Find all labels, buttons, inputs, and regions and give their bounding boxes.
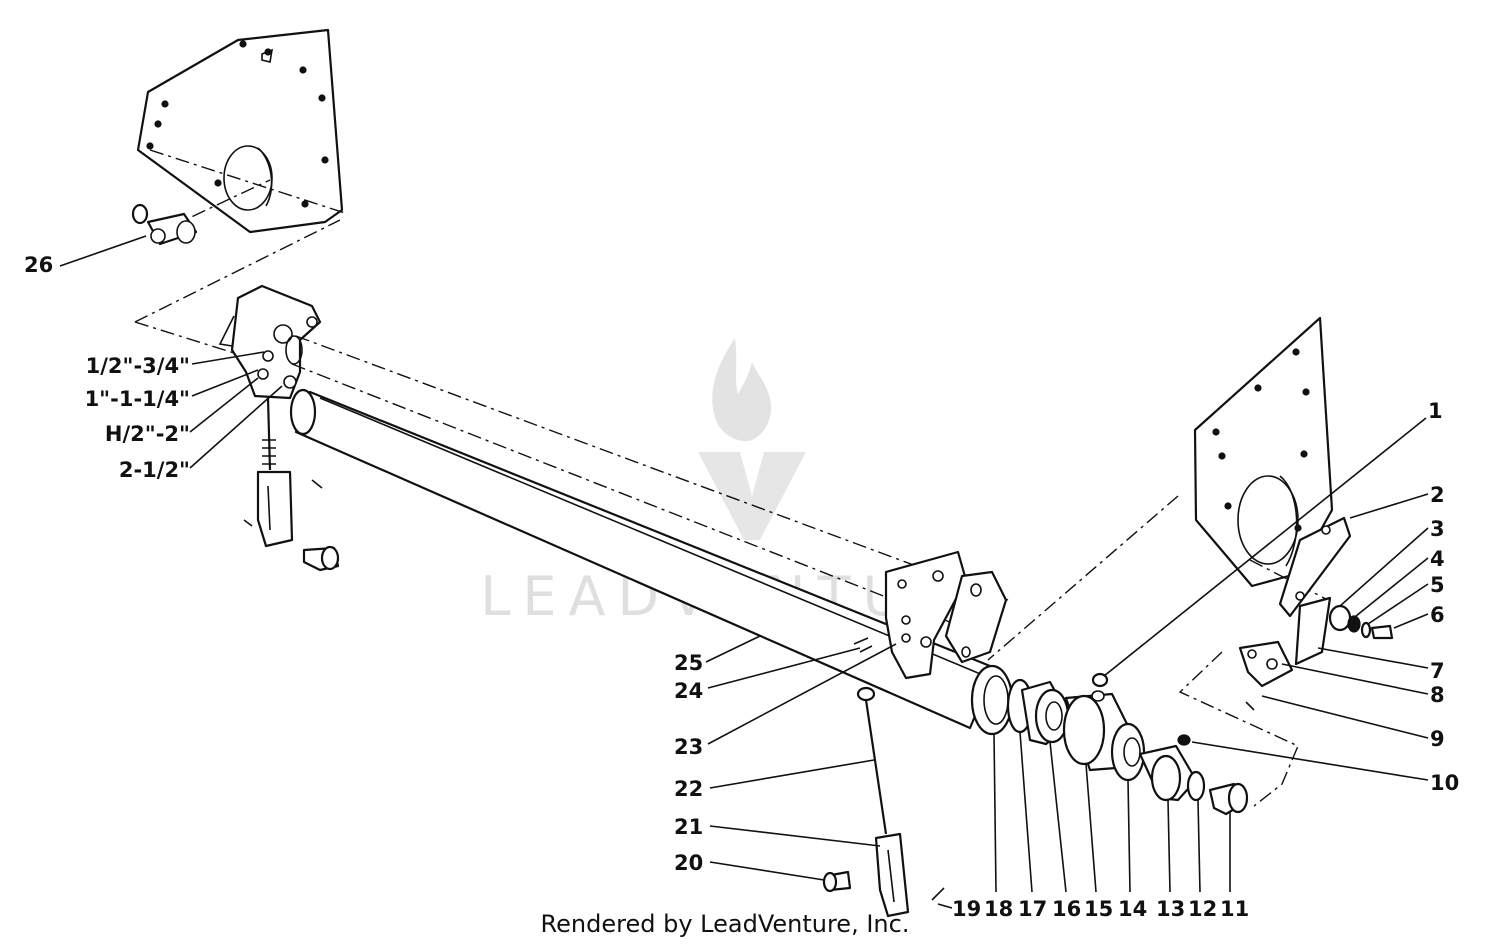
callout-22: 22 [674, 777, 703, 801]
callout-26: 26 [24, 253, 53, 277]
callout-5: 5 [1430, 573, 1445, 597]
callout-19: 19 [952, 897, 981, 921]
footer-credit: Rendered by LeadVenture, Inc. [540, 910, 910, 938]
callout-25: 25 [674, 651, 703, 675]
callout-17: 17 [1018, 897, 1047, 921]
callout-24: 24 [674, 679, 703, 703]
callout-11: 11 [1220, 897, 1249, 921]
v-mark-icon [698, 452, 806, 540]
flame-icon [712, 338, 772, 442]
callout-8: 8 [1430, 683, 1445, 707]
roller-tube-25 [289, 388, 997, 730]
left-height-bracket [218, 284, 322, 400]
height-setting-label: 2-1/2" [119, 458, 190, 482]
left-side-plate [136, 28, 349, 234]
callout-4: 4 [1430, 547, 1445, 571]
callout-21: 21 [674, 815, 703, 839]
alignment-line [134, 219, 341, 323]
right-side-plate [987, 316, 1334, 661]
callout-1: 1 [1428, 399, 1443, 423]
callout-10: 10 [1430, 771, 1459, 795]
bearing-stack [970, 664, 1249, 816]
callout-16: 16 [1052, 897, 1081, 921]
swivel-block-26 [131, 203, 198, 246]
callout-labels: 26 1/2"-3/4" 1"-1-1/4" H/2"-2" 2-1/2" 1 … [24, 253, 1459, 921]
lower-adjusting-rod [822, 686, 945, 918]
callout-15: 15 [1084, 897, 1113, 921]
leader-lines [59, 235, 1429, 909]
height-setting-label: 1"-1-1/4" [85, 387, 190, 411]
callout-18: 18 [984, 897, 1013, 921]
callout-3: 3 [1430, 517, 1445, 541]
callout-13: 13 [1156, 897, 1185, 921]
alignment-line [134, 321, 251, 359]
callout-7: 7 [1430, 659, 1445, 683]
height-setting-label: 1/2"-3/4" [86, 354, 190, 378]
callout-6: 6 [1430, 603, 1445, 627]
callout-14: 14 [1118, 897, 1147, 921]
main-shaft [285, 335, 1009, 629]
callout-12: 12 [1188, 897, 1217, 921]
center-bracket [853, 550, 1008, 680]
height-setting-label: H/2"-2" [105, 422, 190, 446]
callout-23: 23 [674, 735, 703, 759]
right-linkage [1178, 516, 1394, 807]
callout-9: 9 [1430, 727, 1445, 751]
callout-20: 20 [674, 851, 703, 875]
left-adjusting-rod [243, 397, 340, 572]
callout-2: 2 [1430, 483, 1445, 507]
